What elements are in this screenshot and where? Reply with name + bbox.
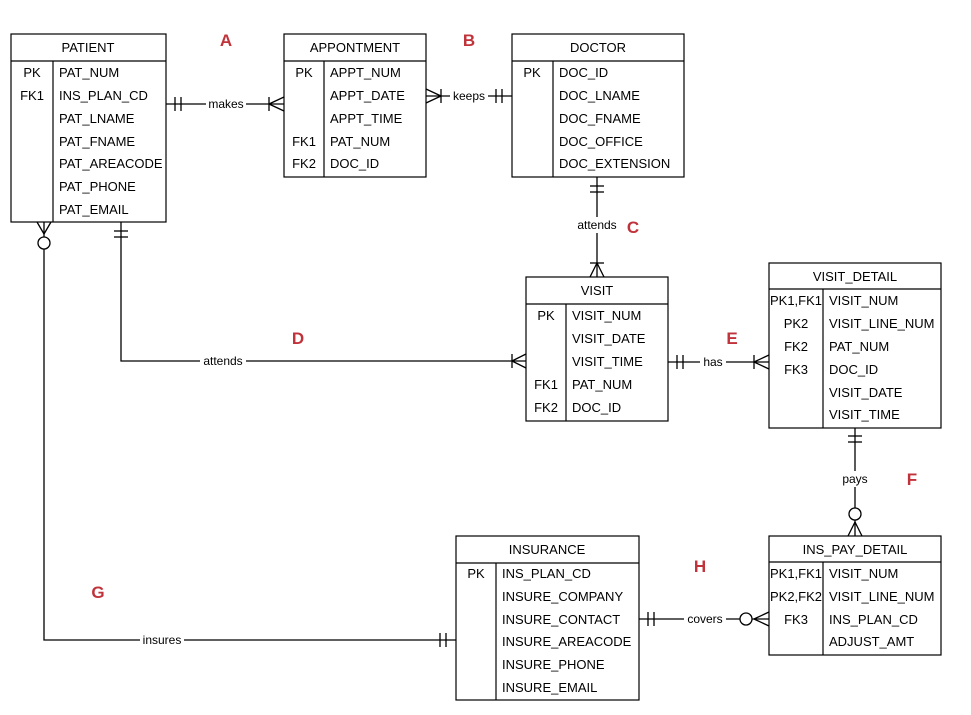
relationship-covers: covers [639, 611, 770, 627]
attribute-name: VISIT_NUM [829, 566, 898, 581]
relationship-label-pays: pays [842, 472, 867, 486]
attribute-name: VISIT_LINE_NUM [829, 589, 934, 604]
attribute-name: INS_PLAN_CD [59, 88, 148, 103]
attribute-name: INSURE_EMAIL [502, 680, 597, 695]
attribute-name: PAT_FNAME [59, 134, 135, 149]
key-marker: PK1,FK1 [770, 293, 822, 308]
relationship-label-attends-c: attends [577, 218, 616, 232]
attribute-name: PAT_NUM [330, 134, 390, 149]
entity-title: VISIT_DETAIL [813, 269, 897, 284]
section-letter-h: H [694, 557, 706, 576]
relationship-label-keeps: keeps [453, 89, 485, 103]
relationship-label-covers: covers [687, 612, 722, 626]
relationship-attends-patient-visit: attends [114, 222, 527, 369]
attribute-name: DOC_ID [572, 400, 621, 415]
key-marker: PK [23, 65, 41, 80]
key-marker: FK1 [534, 377, 558, 392]
attribute-name: PAT_NUM [59, 65, 119, 80]
attribute-name: INS_PLAN_CD [829, 612, 918, 627]
relationship-label-makes: makes [208, 97, 243, 111]
entity-title: PATIENT [62, 40, 115, 55]
attribute-name: PAT_NUM [829, 339, 889, 354]
attribute-name: PAT_LNAME [59, 111, 135, 126]
attribute-name: DOC_FNAME [559, 111, 641, 126]
attribute-name: DOC_ID [559, 65, 608, 80]
section-letter-f: F [907, 470, 917, 489]
attribute-name: INSURE_AREACODE [502, 634, 632, 649]
key-marker: PK1,FK1 [770, 566, 822, 581]
attribute-name: APPT_DATE [330, 88, 405, 103]
entity-ins-pay-detail: INS_PAY_DETAIL PK1,FK1 VISIT_NUM PK2,FK2… [768, 535, 942, 656]
key-marker: FK3 [784, 362, 808, 377]
section-letter-c: C [627, 218, 639, 237]
attribute-name: VISIT_LINE_NUM [829, 316, 934, 331]
attribute-name: INSURE_PHONE [502, 657, 605, 672]
key-marker: FK2 [534, 400, 558, 415]
attribute-name: VISIT_TIME [572, 354, 643, 369]
section-letter-b: B [463, 31, 475, 50]
attribute-name: DOC_ID [330, 156, 379, 171]
relationship-pays: pays [838, 428, 872, 537]
section-letter-e: E [726, 329, 737, 348]
attribute-name: PAT_PHONE [59, 179, 136, 194]
attribute-name: PAT_EMAIL [59, 202, 129, 217]
key-marker: PK [467, 566, 485, 581]
entity-patient: PATIENT PK PAT_NUM FK1 INS_PLAN_CD PAT_L… [10, 33, 167, 223]
relationship-attends-doctor-visit: attends [574, 177, 620, 278]
key-marker: PK [295, 65, 313, 80]
entity-title: INS_PAY_DETAIL [803, 542, 908, 557]
entity-doctor: DOCTOR PK DOC_ID DOC_LNAME DOC_FNAME DOC… [511, 33, 685, 178]
entity-visit-detail: VISIT_DETAIL PK1,FK1 VISIT_NUM PK2 VISIT… [768, 262, 942, 429]
relationship-has: has [668, 354, 770, 370]
relationship-label-insures: insures [143, 633, 182, 647]
section-letter-g: G [91, 583, 104, 602]
relationship-makes: makes [166, 96, 285, 112]
attribute-name: DOC_LNAME [559, 88, 640, 103]
entity-title: INSURANCE [509, 542, 586, 557]
key-marker: FK1 [20, 88, 44, 103]
attribute-name: PAT_NUM [572, 377, 632, 392]
key-marker: FK2 [292, 156, 316, 171]
attribute-name: INS_PLAN_CD [502, 566, 591, 581]
attribute-name: INSURE_CONTACT [502, 612, 620, 627]
attribute-name: APPT_NUM [330, 65, 401, 80]
attribute-name: DOC_OFFICE [559, 134, 643, 149]
attribute-name: VISIT_DATE [572, 331, 646, 346]
key-marker: PK2,FK2 [770, 589, 822, 604]
entity-appointment: APPONTMENT PK APPT_NUM APPT_DATE APPT_TI… [283, 33, 427, 178]
attribute-name: DOC_ID [829, 362, 878, 377]
attribute-name: VISIT_TIME [829, 407, 900, 422]
key-marker: PK2 [784, 316, 809, 331]
attribute-name: VISIT_DATE [829, 385, 903, 400]
entity-visit: VISIT PK VISIT_NUM VISIT_DATE VISIT_TIME… [525, 276, 669, 422]
key-marker: FK3 [784, 612, 808, 627]
attribute-name: INSURE_COMPANY [502, 589, 623, 604]
key-marker: FK1 [292, 134, 316, 149]
relationship-insures: insures [36, 221, 456, 648]
attribute-name: APPT_TIME [330, 111, 403, 126]
entity-title: DOCTOR [570, 40, 626, 55]
entity-insurance: INSURANCE PK INS_PLAN_CD INSURE_COMPANY … [455, 535, 640, 701]
entity-title: VISIT [581, 283, 614, 298]
relationship-label-attends-d: attends [203, 354, 242, 368]
attribute-name: PAT_AREACODE [59, 156, 163, 171]
entity-title: APPONTMENT [310, 40, 400, 55]
section-letter-d: D [292, 329, 304, 348]
key-marker: FK2 [784, 339, 808, 354]
key-marker: PK [537, 308, 555, 323]
attribute-name: VISIT_NUM [572, 308, 641, 323]
section-letter-a: A [220, 31, 232, 50]
attribute-name: ADJUST_AMT [829, 634, 914, 649]
relationship-keeps: keeps [425, 88, 512, 104]
key-marker: PK [523, 65, 541, 80]
attribute-name: DOC_EXTENSION [559, 156, 670, 171]
attribute-name: VISIT_NUM [829, 293, 898, 308]
relationship-label-has: has [703, 355, 722, 369]
